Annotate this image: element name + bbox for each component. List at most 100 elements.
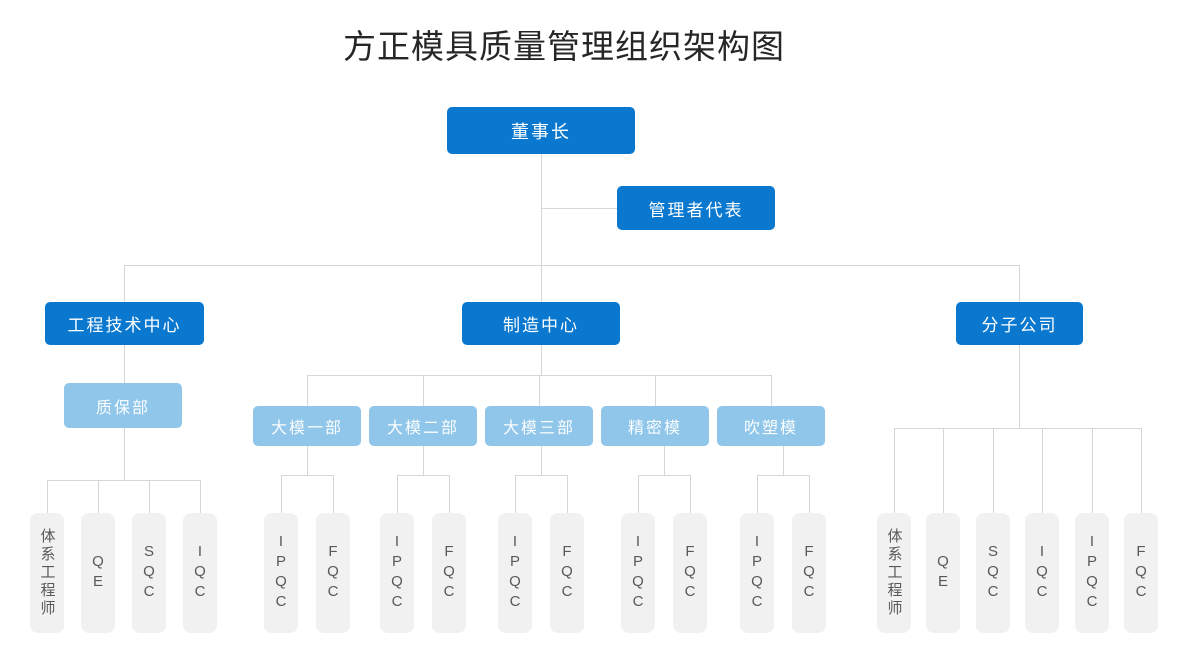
node-label: 管理者代表 [648, 200, 744, 220]
connector-line [655, 375, 656, 406]
connector-line [124, 428, 125, 480]
connector-line [1141, 428, 1142, 513]
role-label: FQC [1132, 543, 1150, 603]
role-label: IQC [1033, 543, 1051, 603]
node-dept-damo2: 大模二部 [369, 406, 477, 446]
role-label: FQC [800, 543, 818, 603]
node-label: 大模一部 [270, 420, 343, 437]
role-box-system-engineer: 体系工程师 [877, 513, 911, 633]
role-label: 体系工程师 [38, 528, 56, 618]
node-label: 大模二部 [386, 420, 459, 437]
connector-line [664, 446, 665, 475]
role-label: FQC [324, 543, 342, 603]
role-box-ipqc: IPQC [498, 513, 532, 633]
role-label: FQC [681, 543, 699, 603]
connector-line [124, 265, 1020, 266]
role-box-ipqc: IPQC [740, 513, 774, 633]
page-title: 方正模具质量管理组织架构图 [343, 28, 785, 65]
connector-line [943, 428, 944, 513]
connector-line [149, 480, 150, 513]
node-label: 吹塑模 [743, 420, 798, 437]
connector-line [539, 375, 540, 406]
role-label: FQC [558, 543, 576, 603]
connector-line [98, 480, 99, 513]
node-label: 精密模 [627, 420, 682, 437]
connector-line [757, 475, 810, 476]
node-label: 分子公司 [981, 316, 1058, 335]
connector-line [541, 446, 542, 475]
connector-line [397, 475, 398, 513]
role-label: QE [89, 553, 107, 593]
role-box-fqc: FQC [1124, 513, 1158, 633]
node-label: 工程技术中心 [67, 316, 182, 335]
role-label: IPQC [748, 533, 766, 613]
role-label: IPQC [629, 533, 647, 613]
connector-line [423, 375, 424, 406]
node-label: 大模三部 [502, 420, 575, 437]
connector-line [449, 475, 450, 513]
connector-line [307, 375, 308, 406]
connector-line [200, 480, 201, 513]
node-label: 董事长 [511, 121, 571, 142]
connector-line [757, 475, 758, 513]
role-label: FQC [440, 543, 458, 603]
role-box-iqc: IQC [183, 513, 217, 633]
node-dept-damo1: 大模一部 [253, 406, 361, 446]
connector-line [638, 475, 691, 476]
node-dept-damo3: 大模三部 [485, 406, 593, 446]
node-manufacturing-center: 制造中心 [462, 302, 620, 345]
role-box-ipqc: IPQC [1075, 513, 1109, 633]
connector-line [894, 428, 1142, 429]
node-chairman: 董事长 [447, 107, 635, 154]
role-label: IPQC [506, 533, 524, 613]
connector-line [993, 428, 994, 513]
role-label: IQC [191, 543, 209, 603]
role-box-ipqc: IPQC [264, 513, 298, 633]
node-engineering-center: 工程技术中心 [45, 302, 204, 345]
connector-line [281, 475, 282, 513]
connector-line [47, 480, 201, 481]
role-box-fqc: FQC [316, 513, 350, 633]
node-label: 制造中心 [503, 316, 579, 335]
connector-line [124, 265, 125, 302]
connector-line [1019, 265, 1020, 302]
role-box-ipqc: IPQC [621, 513, 655, 633]
role-label: IPQC [272, 533, 290, 613]
role-label: 体系工程师 [885, 528, 903, 618]
connector-line [1042, 428, 1043, 513]
connector-line [1092, 428, 1093, 513]
connector-line [47, 480, 48, 513]
role-box-sqc: SQC [976, 513, 1010, 633]
connector-line [894, 428, 895, 513]
connector-line [333, 475, 334, 513]
role-box-fqc: FQC [432, 513, 466, 633]
connector-line [423, 446, 424, 475]
node-dept-chuisumo: 吹塑模 [717, 406, 825, 446]
role-box-sqc: SQC [132, 513, 166, 633]
role-box-ipqc: IPQC [380, 513, 414, 633]
connector-line [567, 475, 568, 513]
connector-line [281, 475, 334, 476]
node-management-rep: 管理者代表 [617, 186, 775, 230]
role-label: QE [934, 553, 952, 593]
role-box-fqc: FQC [792, 513, 826, 633]
node-label: 质保部 [95, 399, 150, 417]
node-dept-jingmimo: 精密模 [601, 406, 709, 446]
role-box-fqc: FQC [550, 513, 584, 633]
role-box-qe: QE [926, 513, 960, 633]
role-label: IPQC [388, 533, 406, 613]
connector-line [809, 475, 810, 513]
role-box-system-engineer: 体系工程师 [30, 513, 64, 633]
connector-line [541, 208, 617, 209]
connector-line [397, 475, 450, 476]
connector-line [1019, 345, 1020, 428]
connector-line [638, 475, 639, 513]
role-label: SQC [984, 543, 1002, 603]
node-subsidiary-company: 分子公司 [956, 302, 1083, 345]
connector-line [515, 475, 568, 476]
connector-line [783, 446, 784, 475]
connector-line [124, 345, 125, 383]
connector-line [307, 446, 308, 475]
connector-line [515, 475, 516, 513]
